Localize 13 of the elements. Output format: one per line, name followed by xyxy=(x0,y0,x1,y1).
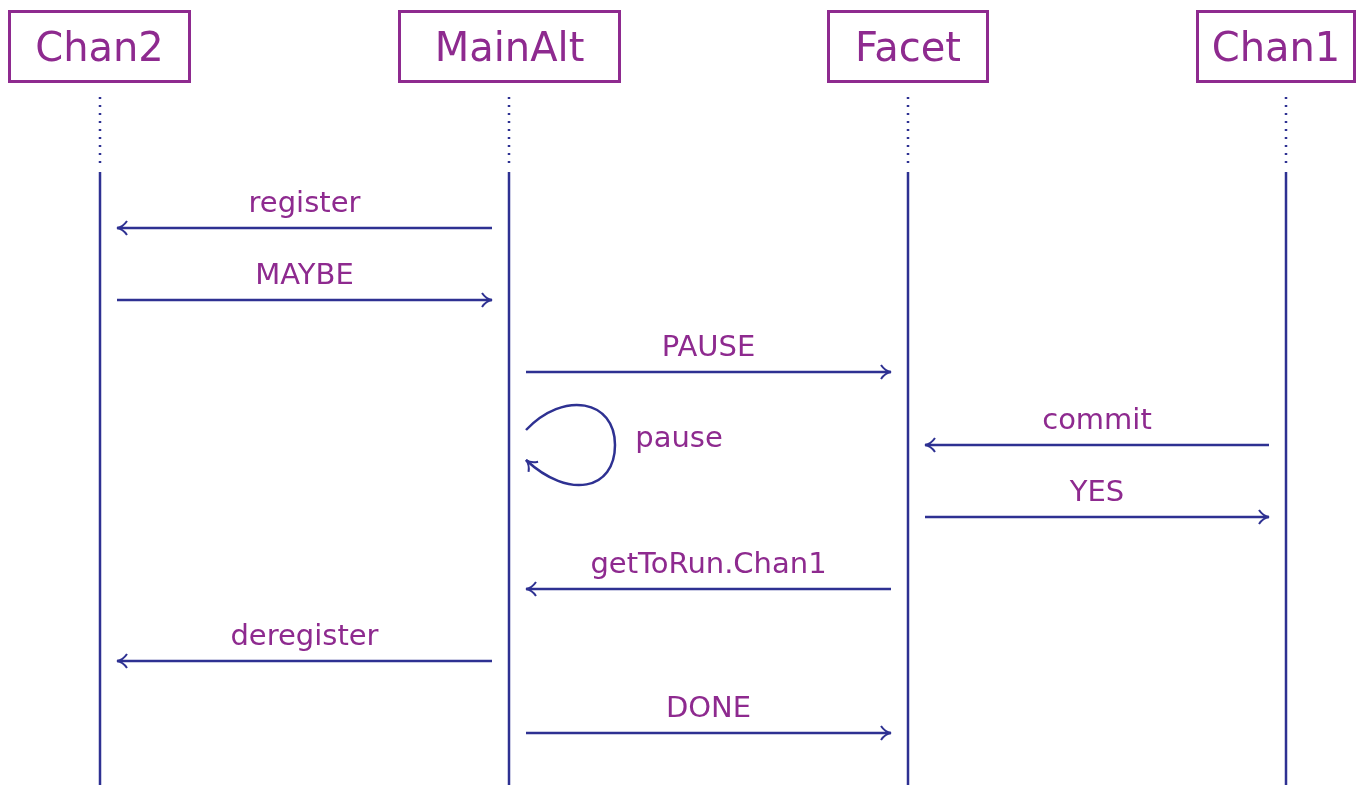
message-label: register xyxy=(248,188,361,217)
message-label: getToRun.Chan1 xyxy=(590,549,827,578)
participant-box: Chan2 xyxy=(8,10,191,83)
message-label: MAYBE xyxy=(255,260,354,289)
message-label: YES xyxy=(1069,477,1125,506)
participant-box: Facet xyxy=(827,10,989,83)
message-label: DONE xyxy=(665,693,752,722)
message-label: PAUSE xyxy=(661,332,756,361)
message-label: deregister xyxy=(230,621,379,650)
message-label: commit xyxy=(1042,405,1152,434)
participant-box: Chan1 xyxy=(1196,10,1356,83)
message-label: pause xyxy=(635,423,723,452)
participant-box: MainAlt xyxy=(398,10,621,83)
